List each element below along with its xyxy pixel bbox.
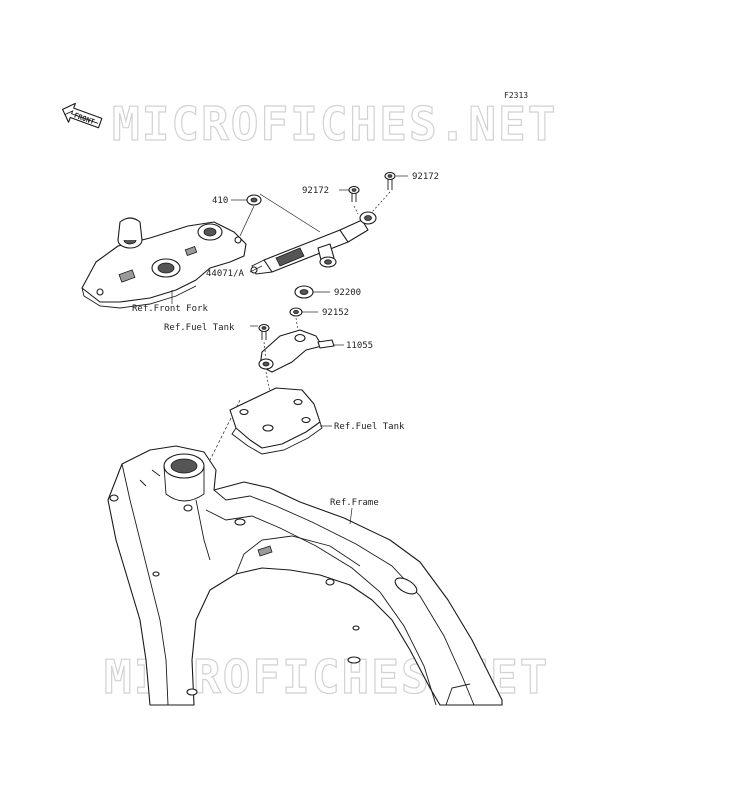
label-ref-front-fork: Ref.Front Fork bbox=[132, 304, 208, 314]
label-92152: 92152 bbox=[322, 308, 349, 318]
washer-92152 bbox=[289, 307, 303, 317]
fuel-tank-bracket bbox=[229, 387, 323, 455]
label-ref-fuel-tank-2: Ref.Fuel Tank bbox=[334, 422, 405, 432]
watermark-top: MICROFICHES.NET bbox=[112, 97, 557, 151]
main-frame bbox=[107, 445, 503, 706]
front-arrow-icon: FRONT bbox=[62, 102, 103, 129]
label-92200: 92200 bbox=[334, 288, 361, 298]
bolt-92172-b bbox=[384, 171, 396, 190]
steering-damper bbox=[250, 211, 377, 275]
label-44071: 44071/A bbox=[206, 269, 245, 279]
label-ref-fuel-tank-1: Ref.Fuel Tank bbox=[164, 323, 235, 333]
damper-bracket-11055 bbox=[258, 329, 335, 373]
label-92172-b: 92172 bbox=[412, 172, 439, 182]
figure-code: F2313 bbox=[504, 91, 528, 100]
label-410: 410 bbox=[212, 196, 228, 206]
front-badge-text: FRONT bbox=[73, 111, 96, 126]
collar-92200 bbox=[294, 285, 314, 299]
bolt-92172-a bbox=[348, 185, 360, 202]
label-11055: 11055 bbox=[346, 341, 373, 351]
fuel-tank-bolt bbox=[258, 323, 270, 340]
upper-triple-clamp bbox=[81, 217, 247, 309]
washer-410 bbox=[246, 194, 262, 206]
label-92172-a: 92172 bbox=[302, 186, 329, 196]
label-ref-frame: Ref.Frame bbox=[330, 498, 379, 508]
